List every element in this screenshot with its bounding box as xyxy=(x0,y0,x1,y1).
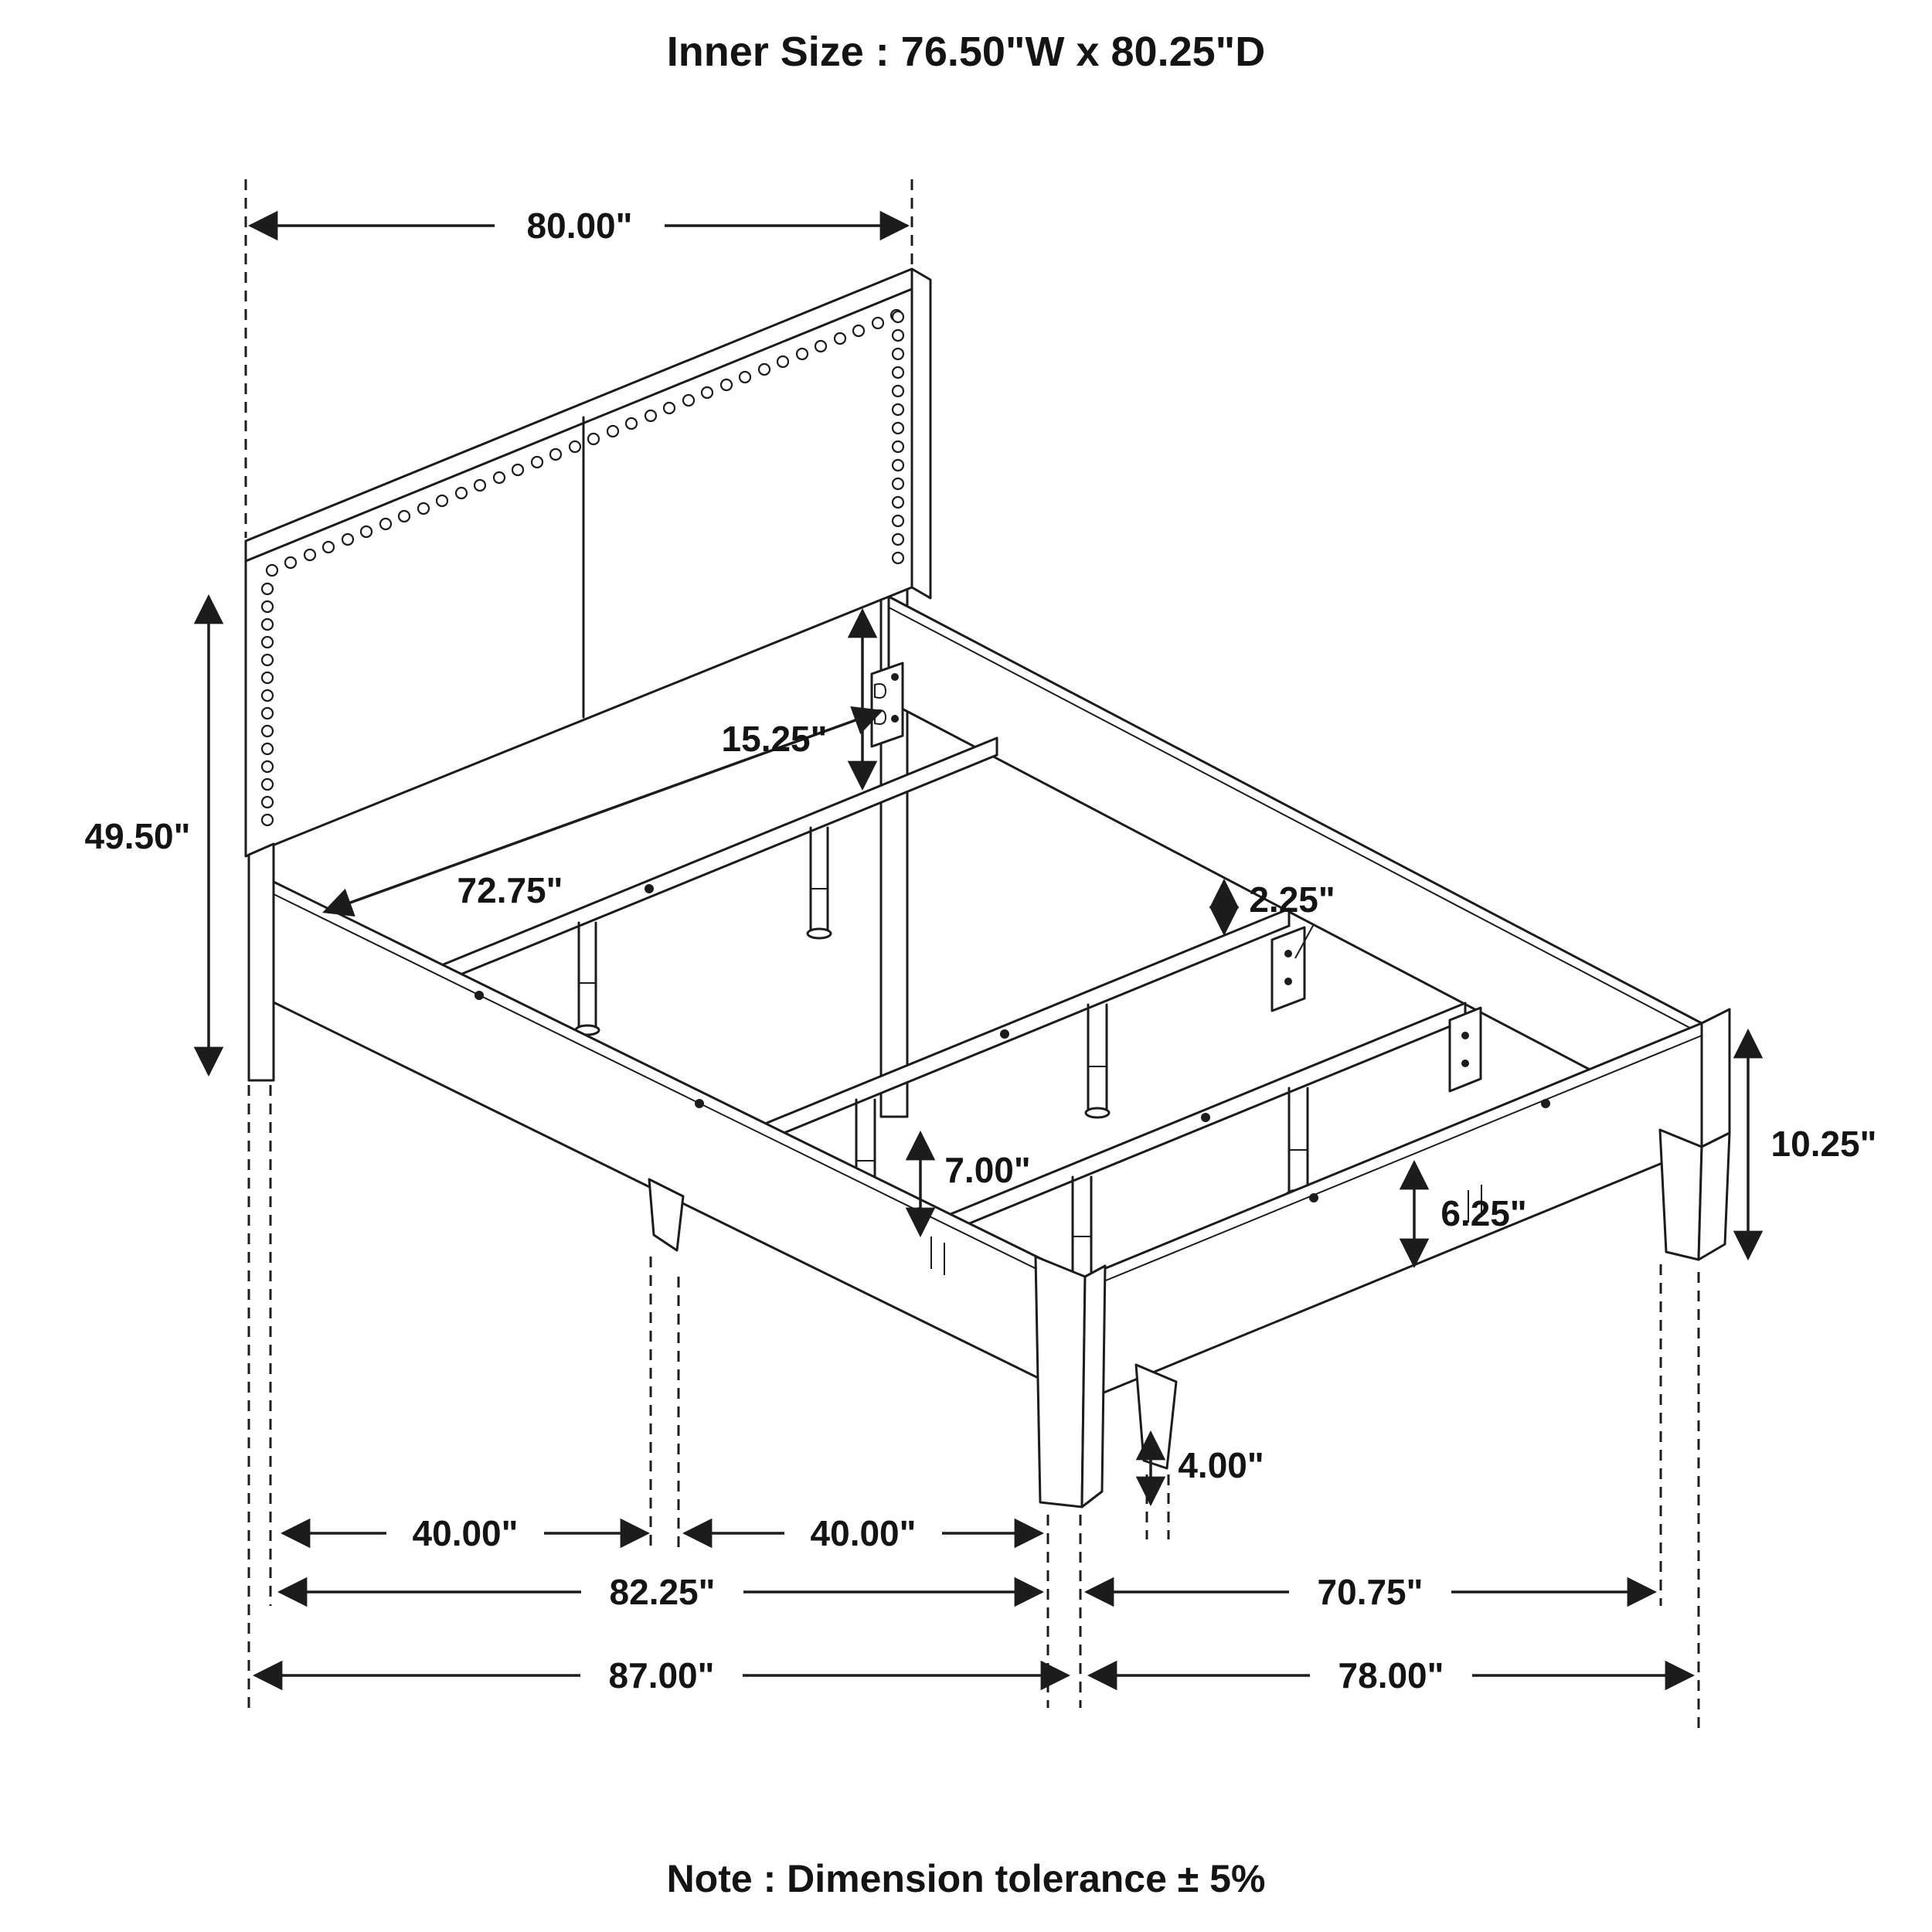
tolerance-note: Note : Dimension tolerance ± 5% xyxy=(667,1857,1266,1900)
dimension-overall-width-foot: 78.00" xyxy=(1087,1655,1696,1696)
dim-label-foot-leg-height: 4.00" xyxy=(1178,1445,1264,1485)
dim-label-overall-depth: 87.00" xyxy=(609,1655,715,1696)
dimension-frame-side-height: 10.25" xyxy=(1733,1028,1877,1261)
dim-label-frame-side-height: 10.25" xyxy=(1771,1124,1877,1164)
dimension-leg-spacing-b: 40.00" xyxy=(682,1513,1045,1553)
dimension-leg-spacing-a: 40.00" xyxy=(280,1513,651,1553)
dim-label-overall-width-foot: 78.00" xyxy=(1338,1655,1444,1696)
dimension-slat-rail-length: 72.75" xyxy=(322,706,883,917)
dimension-footboard-board-height: 6.25" xyxy=(1399,1159,1527,1269)
dimension-footboard-inner-span: 70.75" xyxy=(1083,1572,1658,1612)
bed-frame-drawing xyxy=(244,267,1731,1509)
headboard-side-edge xyxy=(910,267,932,600)
rail-hook-plate xyxy=(1448,1006,1482,1093)
dim-label-leg-spacing-b: 40.00" xyxy=(811,1513,917,1553)
right-side-rail xyxy=(887,595,1703,1130)
dimension-support-leg-height: 7.00" xyxy=(905,1130,1031,1238)
dimensions: 80.00" 49.50" 72.75" 15.25" 2.25" 7.00" … xyxy=(85,206,1877,1696)
dim-label-frame-length-inner: 82.25" xyxy=(610,1572,716,1612)
dim-label-leg-spacing-a: 40.00" xyxy=(413,1513,519,1553)
dimension-foot-leg-height: 4.00" xyxy=(1135,1430,1264,1507)
footboard-middle-leg xyxy=(1134,1363,1178,1470)
slat-rail-leg xyxy=(806,826,832,940)
footboard-left-leg xyxy=(1034,1255,1107,1509)
headboard-left-leg xyxy=(247,842,275,1082)
headboard-bracket-plate xyxy=(870,662,904,748)
dim-label-headboard-width: 80.00" xyxy=(527,206,633,246)
projection-lines xyxy=(244,179,1700,1731)
dim-label-support-leg-height: 7.00" xyxy=(944,1150,1030,1190)
dim-label-slat-rail-length: 72.75" xyxy=(457,870,563,910)
dim-label-footboard-inner-span: 70.75" xyxy=(1318,1572,1423,1612)
slat-rail-leg xyxy=(1084,1003,1111,1119)
dimension-rail-gap: 2.25" xyxy=(1209,878,1335,959)
dim-label-panel-to-rail: 15.25" xyxy=(722,719,828,759)
dimension-headboard-height: 49.50" xyxy=(85,594,224,1077)
footboard xyxy=(1083,1008,1731,1470)
nailhead-trim xyxy=(260,308,905,827)
left-side-rail xyxy=(272,880,1068,1393)
footboard-right-leg xyxy=(1658,1128,1731,1261)
dimension-overall-depth: 87.00" xyxy=(252,1655,1071,1696)
dimension-panel-to-rail: 15.25" xyxy=(722,607,878,791)
dimension-headboard-width: 80.00" xyxy=(247,206,910,246)
left-rail-center-leg xyxy=(648,1178,685,1252)
rail-hook-plate xyxy=(1270,926,1306,1012)
dim-label-rail-gap: 2.25" xyxy=(1249,879,1335,920)
headboard-panel xyxy=(244,267,913,858)
dim-label-headboard-height: 49.50" xyxy=(85,816,191,856)
inner-size-title: Inner Size : 76.50"W x 80.25"D xyxy=(667,29,1266,75)
dimension-frame-length-inner: 82.25" xyxy=(277,1572,1045,1612)
dim-label-footboard-board-height: 6.25" xyxy=(1440,1193,1526,1233)
slat-rail-leg xyxy=(1285,1087,1311,1201)
slat-rail-leg xyxy=(574,921,600,1036)
